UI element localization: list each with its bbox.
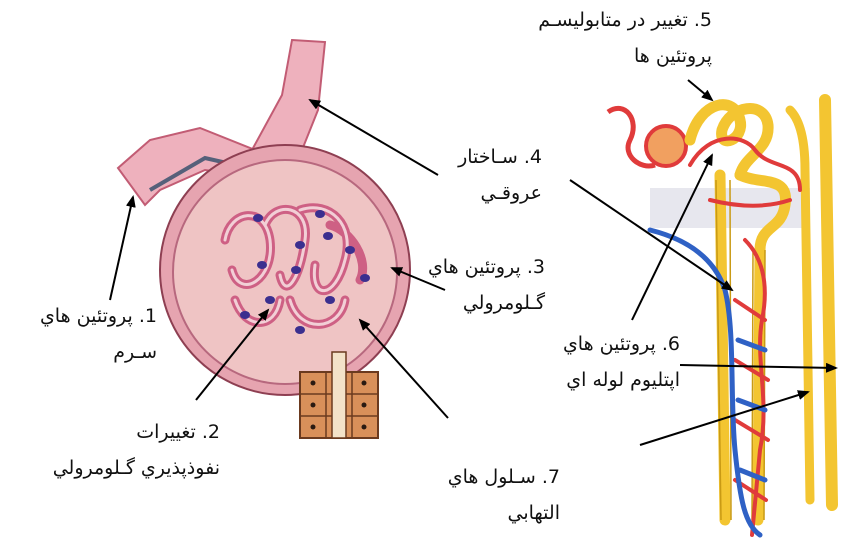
label-5-line2: پروتئین ها — [538, 44, 712, 68]
label-tubular-epithelium: 6. پروتئین هاي اپتلیوم لوله اي — [563, 332, 680, 392]
label-glomerular-permeability: 2. تغییرات نفوذپذیري گـلومرولي — [53, 420, 220, 480]
nephron-drawing — [608, 100, 832, 535]
label-4-line2: عروقـي — [458, 181, 542, 205]
nephron-glomerulus — [646, 126, 686, 166]
label-7-line2: التهابي — [448, 501, 560, 525]
label-6-line2: اپتلیوم لوله اي — [563, 368, 680, 392]
label-serum-proteins: 1. پروتئین هاي سـرم — [40, 304, 157, 364]
label-glomerular-proteins: 3. پروتئین هاي گـلومرولي — [428, 255, 545, 315]
label-7-line1: 7. سـلول هاي — [448, 465, 560, 489]
label-protein-metabolism: 5. تغییر در متابولیسـم پروتئین ها — [538, 8, 712, 68]
label-3-line2: گـلومرولي — [428, 291, 545, 315]
label-1-line1: 1. پروتئین هاي — [40, 304, 157, 328]
label-3-line1: 3. پروتئین هاي — [428, 255, 545, 279]
label-4-line1: 4. سـاختار — [458, 145, 542, 169]
label-5-line1: 5. تغییر در متابولیسـم — [538, 8, 712, 32]
label-6-line1: 6. پروتئین هاي — [563, 332, 680, 356]
arrow-1 — [110, 197, 133, 300]
label-2-line2: نفوذپذیري گـلومرولي — [53, 456, 220, 480]
label-vascular-structure: 4. سـاختار عروقـي — [458, 145, 542, 205]
label-1-line2: سـرم — [40, 340, 157, 364]
label-inflammatory-cells: 7. سـلول هاي التهابي — [448, 465, 560, 525]
arrow-6a — [632, 155, 712, 320]
glomerulus-drawing — [118, 40, 410, 438]
arrow-5 — [688, 80, 712, 100]
label-2-line1: 2. تغییرات — [53, 420, 220, 444]
